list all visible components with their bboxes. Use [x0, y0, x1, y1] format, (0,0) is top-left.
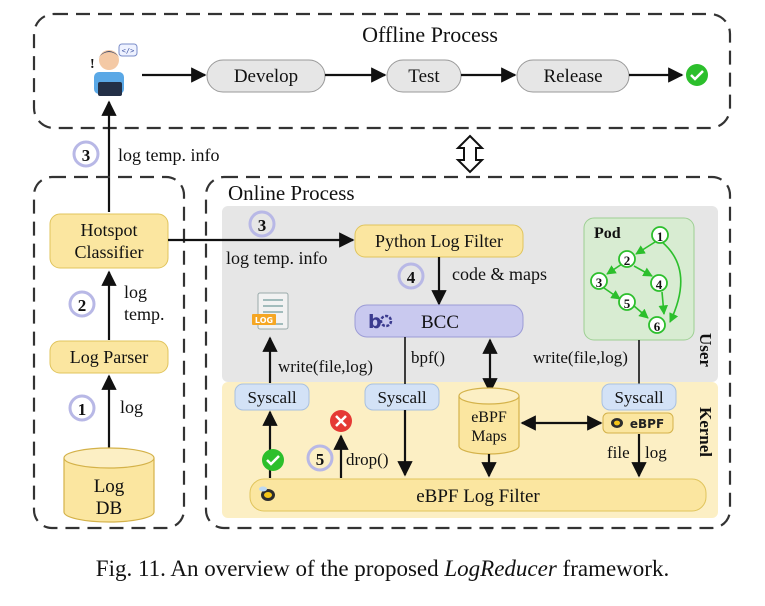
- syscall-left-node: [234, 383, 310, 411]
- step-test-label: Test: [408, 66, 440, 87]
- svg-text:4: 4: [407, 268, 416, 287]
- pod-graph: [603, 241, 682, 323]
- figure-caption: Fig. 11. An overview of the proposed Log…: [95, 556, 670, 581]
- log-db-label-2: DB: [96, 498, 122, 519]
- step-number-4: 4: [397, 262, 425, 290]
- pod-node-4: 4: [650, 274, 668, 292]
- ebpf-log-filter-label: eBPF Log Filter: [416, 486, 540, 507]
- label-write-right: write(file,log): [533, 348, 628, 367]
- step-number-3-offline: 3: [72, 140, 100, 168]
- label-code-maps: code & maps: [452, 264, 547, 284]
- log-parser-node: [49, 340, 169, 374]
- developer-icon: ! </>: [90, 43, 138, 96]
- bcc-logo-icon: b: [368, 311, 393, 333]
- svg-text:1: 1: [657, 229, 664, 244]
- ebpf-maps-cylinder: [458, 387, 520, 455]
- bcc-node: [354, 304, 524, 338]
- svg-text:1: 1: [78, 400, 87, 419]
- pod-node-2: 2: [618, 250, 636, 268]
- pod-node-6: 6: [648, 316, 666, 334]
- bee-icon: [259, 486, 275, 501]
- label-log-left: log: [124, 282, 147, 302]
- label-log-db: log: [120, 397, 143, 417]
- pass-check-icon: [262, 449, 284, 471]
- step-number-2: 2: [68, 290, 96, 318]
- ebpf-maps-label-2: Maps: [471, 428, 507, 445]
- syscall-middle-label: Syscall: [377, 388, 426, 407]
- ebpf-maps-label-1: eBPF: [471, 409, 507, 426]
- online-process-box: [204, 175, 732, 530]
- svg-text:2: 2: [624, 253, 631, 268]
- syscall-left-label: Syscall: [247, 388, 296, 407]
- step-number-1: 1: [68, 394, 96, 422]
- svg-text:4: 4: [656, 277, 663, 292]
- svg-text:eBPF: eBPF: [630, 417, 664, 431]
- svg-text:LOG: LOG: [255, 316, 273, 325]
- sync-double-arrow-icon: [455, 134, 485, 174]
- offline-process-title: Offline Process: [362, 22, 498, 47]
- log-file-icon: LOG: [252, 292, 289, 330]
- label-bpf: bpf(): [411, 348, 445, 367]
- left-process-box: [32, 175, 186, 530]
- label-write-left: write(file,log): [278, 357, 373, 376]
- check-icon: [686, 64, 708, 86]
- svg-text:5: 5: [624, 296, 631, 311]
- svg-text:2: 2: [78, 296, 87, 315]
- step-number-3-online: 3: [248, 210, 276, 238]
- online-process-title: Online Process: [228, 181, 355, 205]
- pod-node-1: 1: [651, 226, 669, 244]
- svg-text:3: 3: [82, 146, 91, 165]
- user-label: User: [696, 333, 715, 367]
- step-number-5: 5: [306, 444, 334, 472]
- svg-text:3: 3: [596, 275, 603, 290]
- bcc-label: BCC: [421, 312, 459, 333]
- ebpf-hook-badge: eBPF: [602, 412, 674, 434]
- step-develop-label: Develop: [234, 66, 298, 87]
- label-log-temp-info-offline: log temp. info: [118, 145, 220, 165]
- kernel-label: Kernel: [696, 407, 715, 457]
- label-temp-left: temp.: [124, 304, 165, 324]
- ebpf-log-filter-node: [249, 478, 707, 512]
- pod-node-3: 3: [590, 272, 608, 290]
- svg-text:!: !: [90, 57, 95, 72]
- drop-x-icon: [330, 410, 352, 432]
- log-db-label-1: Log: [94, 476, 125, 497]
- svg-text:</>: </>: [122, 47, 135, 55]
- syscall-right-label: Syscall: [614, 388, 663, 407]
- label-file: file: [607, 443, 630, 462]
- svg-text:3: 3: [258, 216, 267, 235]
- python-log-filter-label: Python Log Filter: [375, 231, 503, 251]
- hotspot-label-1: Hotspot: [80, 220, 137, 240]
- step-release-label: Release: [543, 66, 602, 87]
- label-log-temp-info-online: log temp. info: [226, 248, 328, 268]
- syscall-right-node: [601, 383, 677, 411]
- hotspot-label-2: Classifier: [75, 242, 144, 262]
- log-db-cylinder: [63, 447, 155, 523]
- syscall-middle-node: [364, 383, 440, 411]
- pod-label: Pod: [594, 225, 621, 242]
- svg-text:b: b: [368, 311, 382, 333]
- label-log-right: log: [645, 443, 667, 462]
- label-drop: drop(): [346, 450, 388, 469]
- log-parser-label: Log Parser: [70, 347, 148, 367]
- svg-text:6: 6: [654, 319, 661, 334]
- pod-node-5: 5: [618, 293, 636, 311]
- svg-text:5: 5: [316, 450, 325, 469]
